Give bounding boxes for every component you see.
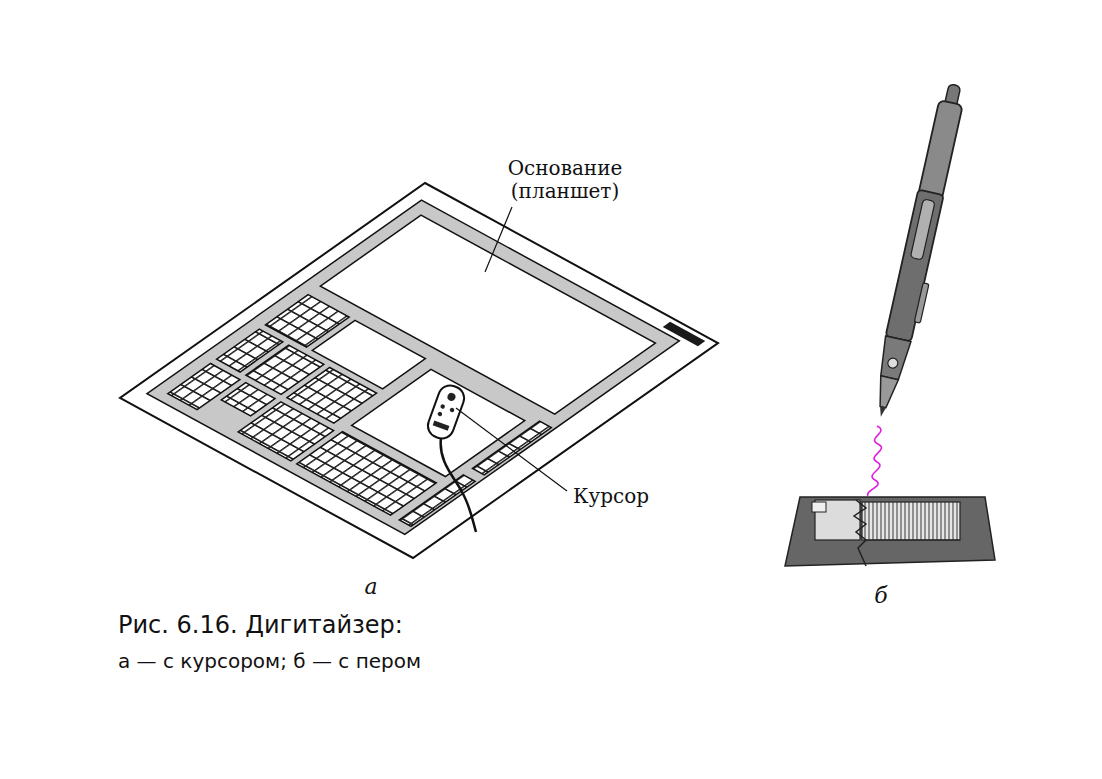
- figure-letter: б: [874, 583, 887, 608]
- tablet-base: [120, 183, 718, 558]
- figure-caption: Рис. 6.16. Дигитайзер:: [118, 612, 403, 640]
- leader-line: [456, 408, 567, 491]
- part-label: Основание (планшет): [500, 157, 630, 203]
- cursor-cable: [441, 438, 476, 532]
- leader-line: [485, 207, 512, 272]
- part-label: Курсор: [573, 485, 649, 508]
- caption-subtext: а — с курсором; б — с пером: [118, 650, 421, 673]
- stylus-pen: [868, 82, 972, 421]
- signal-wave: [868, 426, 882, 496]
- pen-tablet: [785, 497, 995, 566]
- figure-letter: а: [364, 574, 377, 599]
